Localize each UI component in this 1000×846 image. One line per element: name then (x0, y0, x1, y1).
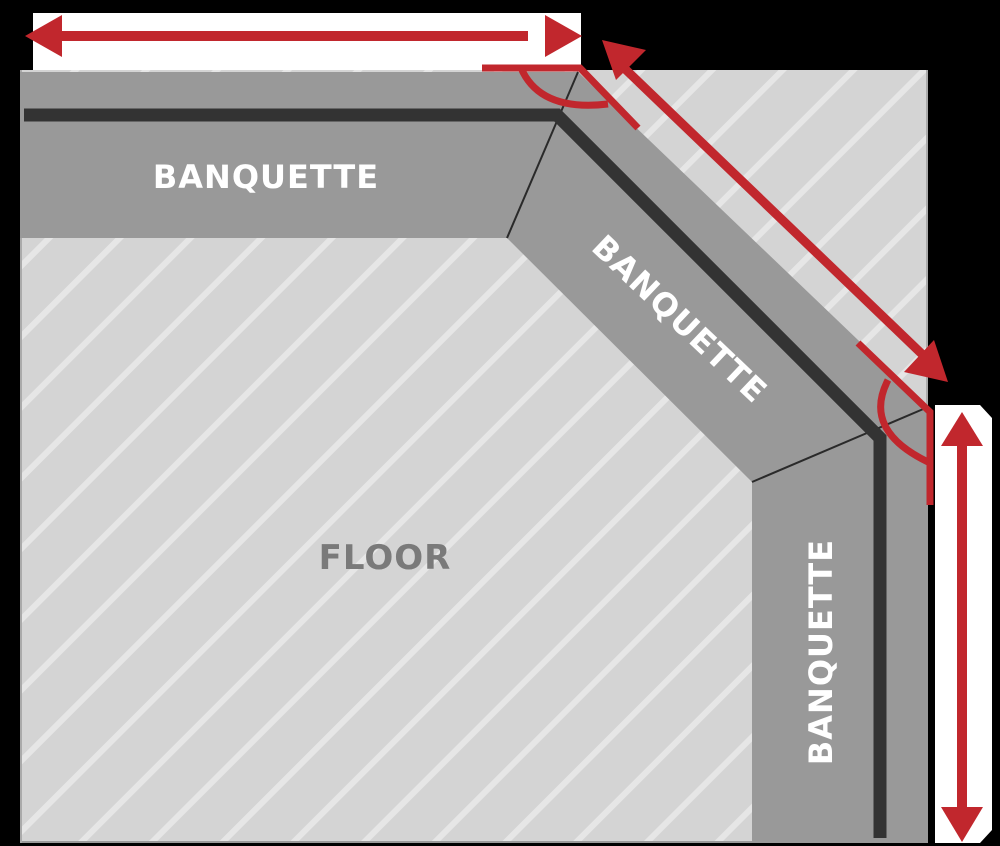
top-banquette (20, 72, 578, 238)
top-dimension-arrow (25, 13, 582, 70)
right-dimension-arrow (935, 405, 992, 843)
right-banquette (752, 407, 928, 843)
banquette-back-line (24, 108, 887, 838)
top-banquette-label: BANQUETTE (153, 158, 379, 196)
right-banquette-label: BANQUETTE (802, 539, 840, 765)
right-corner-angle-marker (855, 340, 934, 505)
top-corner-angle-marker (482, 64, 641, 131)
floor-label: FLOOR (319, 538, 452, 578)
right-seam-line (751, 406, 929, 483)
diagonal-dimension-arrow (602, 40, 948, 382)
